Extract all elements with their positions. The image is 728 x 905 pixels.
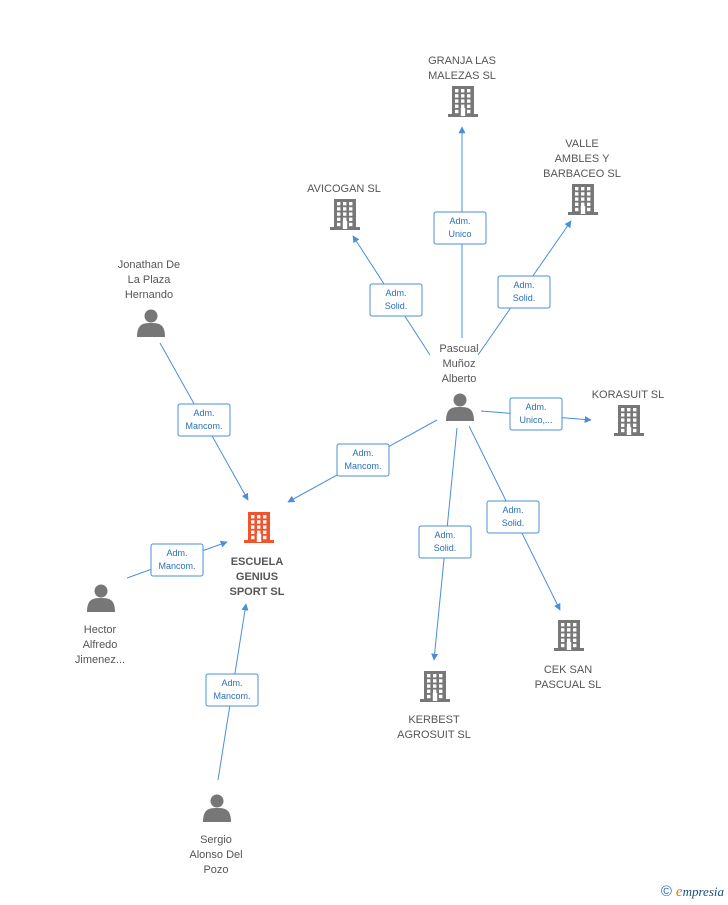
relation-text: Solid. [434,543,457,553]
node-label: KERBEST [408,714,460,726]
relation-text: Adm. [385,288,406,298]
relation-text: Adm. [352,448,373,458]
relation-text: Adm. [434,530,455,540]
relation-box [509,397,563,431]
relation-text: Adm. [193,408,214,418]
building-icon [568,184,598,215]
relation-label-pascual-to-avicogan[interactable]: Adm. Solid. [369,283,423,317]
relation-text: Adm. [449,216,470,226]
node-label: GENIUS [236,571,278,583]
node-label: KORASUIT SL [592,389,665,401]
relation-label-pascual-to-korasuit[interactable]: Adm. Unico,... [509,397,563,431]
relation-labels-layer: Adm.UnicoAdm.Solid.Adm.Solid.Adm.Unico,.… [150,211,563,707]
node-label: CEK SAN [544,664,592,676]
node-valle[interactable]: VALLE AMBLES Y BARBACEO SL [543,138,621,215]
relation-box [177,403,231,437]
node-label: Alfredo [83,639,118,651]
brand-initial: e [675,884,683,900]
node-label: Jonathan De [118,259,180,271]
node-granja[interactable]: GRANJA LAS MALEZAS SL [428,55,496,117]
node-korasuit[interactable]: KORASUIT SL [592,389,665,436]
relation-text: Adm. [166,548,187,558]
relation-box [418,525,472,559]
relation-label-pascual-to-valle[interactable]: Adm. Solid. [497,275,551,309]
relation-label-pascual-to-cek[interactable]: Adm. Solid. [486,500,540,534]
node-avicogan[interactable]: AVICOGAN SL [307,183,381,230]
relation-text: Mancom. [158,561,195,571]
node-label: PASCUAL SL [535,679,602,691]
node-label: Sergio [200,834,232,846]
node-label: GRANJA LAS [428,55,496,67]
person-icon [87,584,115,612]
node-label: AVICOGAN SL [307,183,381,195]
relation-box [150,543,204,577]
node-label: ESCUELA [231,556,284,568]
relation-box [433,211,487,245]
node-label: Pascual [439,343,478,355]
relation-text: Mancom. [213,691,250,701]
relation-label-pascual-to-granja[interactable]: Adm. Unico [433,211,487,245]
relation-text: Adm. [513,280,534,290]
building-icon [244,512,274,543]
person-icon [137,309,165,337]
relation-text: Adm. [221,678,242,688]
node-label: Alonso Del [189,849,242,861]
node-label: SPORT SL [229,586,284,598]
relation-text: Unico [448,229,471,239]
relation-label-jonathan-to-escuela[interactable]: Adm. Mancom. [177,403,231,437]
relation-text: Solid. [513,293,536,303]
node-escuela[interactable]: ESCUELA GENIUS SPORT SL [229,512,285,598]
node-hector[interactable]: HectorAlfredoJimenez... [75,584,125,667]
node-label: Hector [84,624,117,636]
person-icon [446,393,474,421]
relation-box [486,500,540,534]
relation-text: Mancom. [185,421,222,431]
node-label: AMBLES Y [555,153,610,165]
building-icon [448,86,478,117]
node-cek[interactable]: CEK SAN PASCUAL SL [535,620,602,691]
relation-label-sergio-to-escuela[interactable]: Adm. Mancom. [205,673,259,707]
relation-text: Unico,... [519,415,552,425]
node-label: AGROSUIT SL [397,729,471,741]
building-icon [330,199,360,230]
relation-label-hector-to-escuela[interactable]: Adm. Mancom. [150,543,204,577]
relation-box [497,275,551,309]
copyright-icon: © [660,883,672,900]
nodes-layer: ESCUELA GENIUS SPORT SL GRANJA LAS MALEZAS S… [75,55,664,876]
relation-box [336,443,390,477]
person-icon [203,794,231,822]
node-label: BARBACEO SL [543,168,621,180]
relation-box [205,673,259,707]
node-label: MALEZAS SL [428,70,496,82]
relation-label-pascual-to-kerbest[interactable]: Adm. Solid. [418,525,472,559]
node-label: Jimenez... [75,654,125,666]
building-icon [554,620,584,651]
node-label: Pozo [203,864,228,876]
empresia-watermark: ©empresia [661,883,724,901]
building-icon [614,405,644,436]
relation-text: Solid. [502,518,525,528]
node-label: VALLE [565,138,598,150]
relation-text: Mancom. [344,461,381,471]
node-label: Muñoz [442,358,475,370]
node-label: Hernando [125,289,173,301]
relation-text: Adm. [502,505,523,515]
node-kerbest[interactable]: KERBEST AGROSUIT SL [397,671,471,741]
node-label: La Plaza [128,274,172,286]
building-icon [420,671,450,702]
relation-box [369,283,423,317]
node-label: Alberto [442,373,477,385]
relation-text: Adm. [525,402,546,412]
brand-rest: mpresia [682,884,724,899]
relation-label-pascual-to-escuela[interactable]: Adm. Mancom. [336,443,390,477]
relation-text: Solid. [385,301,408,311]
